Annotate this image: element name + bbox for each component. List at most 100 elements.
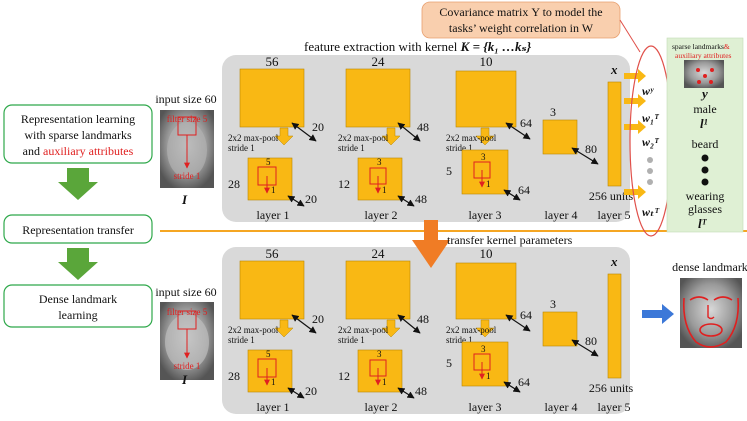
top-l3-map-size: 5: [446, 164, 452, 178]
stage-rep-line3: and auxiliary attributes: [23, 144, 134, 158]
dense-landmark-face-image: [680, 278, 742, 348]
weight-w2: w₂ᵀ: [642, 135, 659, 149]
bottom-l3-depth-top: 64: [520, 308, 532, 322]
weight-arrow-4: [624, 185, 646, 199]
top-l1-depth-arrow-2: [287, 195, 305, 207]
bottom-l3-size: 10: [480, 246, 493, 261]
bottom-l1-depth-arrow-2: [287, 387, 305, 399]
top-l1-step: 1: [271, 185, 276, 195]
top-l2-map-size: 12: [338, 177, 350, 191]
top-l1-depth-arrow: [291, 122, 317, 142]
task-wearing: wearing: [686, 189, 725, 203]
top-network-panel: [222, 55, 630, 222]
bottom-l2-feature-map: [345, 260, 411, 320]
top-l1-kernel: 5: [266, 157, 271, 167]
bottom-l1-step: 1: [271, 377, 276, 387]
top-l4-feature-map: [542, 119, 578, 155]
top-l1-depth-bottom: 20: [305, 192, 317, 206]
transfer-label: transfer kernel parameters: [447, 233, 573, 247]
stage-dense-line1: Dense landmark: [39, 292, 117, 306]
bottom-l2-pool-stride: stride 1: [338, 335, 365, 345]
top-l2-size: 24: [372, 54, 386, 69]
bottom-l2-depth-arrow-2: [397, 387, 415, 399]
task-dot-2: [701, 166, 709, 174]
bottom-l4-size: 3: [550, 297, 556, 311]
top-l2-kernel: 3: [377, 157, 382, 167]
bottom-l3-depth-arrow: [505, 314, 531, 332]
bottom-l3-map-size: 5: [446, 356, 452, 370]
task-lT: lᵀ: [698, 216, 708, 231]
bottom-network-panel: [222, 247, 630, 414]
top-l4-name: layer 4: [545, 208, 578, 222]
bottom-l1-size: 56: [266, 246, 280, 261]
bottom-l3-pool-label: 2x2 max-pool: [446, 325, 497, 335]
bottom-l3-depth-arrow-2: [503, 381, 521, 393]
bottom-l2-step: 1: [382, 377, 387, 387]
top-input-size-label: input size 60: [155, 92, 216, 106]
top-l2-pool-stride: stride 1: [338, 143, 365, 153]
bottom-input-size-label: input size 60: [155, 285, 216, 299]
top-l2-pool-arrow: [381, 127, 401, 146]
bottom-l1-pool-arrow: [274, 319, 294, 338]
bottom-l4-feature-map: [542, 311, 578, 347]
bottom-l2-map-size: 12: [338, 369, 350, 383]
bottom-l1-name: layer 1: [257, 400, 290, 414]
task-weights: wʸ w₁ᵀ w₂ᵀ wₜᵀ: [624, 45, 673, 237]
top-l2-feature-map: [345, 68, 411, 128]
weight-dot-2: [647, 168, 653, 174]
bottom-l2-depth-arrow: [397, 314, 421, 334]
stage-rep-line1: Representation learning: [21, 112, 135, 126]
bottom-l1-kernel: 5: [266, 349, 271, 359]
covariance-note-line2: tasks’ weight correlation in W: [449, 21, 594, 35]
bottom-l3-pool-stride: stride 1: [446, 335, 473, 345]
stage-arrow-1: [58, 168, 98, 200]
top-l1-pool-label: 2x2 max-pool: [228, 133, 279, 143]
dense-landmark-label: dense landmark: [672, 260, 747, 274]
top-l2-depth-bottom: 48: [415, 192, 427, 206]
stage-arrow-2: [58, 248, 98, 280]
top-l1-pooled-map: [247, 157, 293, 201]
bottom-l2-depth-bottom: 48: [415, 384, 427, 398]
output-arrow: [642, 304, 674, 324]
top-l4-size: 3: [550, 105, 556, 119]
top-l3-depth-arrow-2: [503, 189, 521, 201]
weight-arrow-2: [624, 94, 646, 108]
weight-arrow-1: [624, 69, 646, 83]
top-network: input size 60 filter size 5 stride 1 I 5…: [155, 54, 633, 222]
top-title: feature extraction with kernel K = {k₁ ……: [304, 39, 532, 54]
stage-representation-learning: Representation learning with sparse land…: [3, 104, 153, 164]
top-l2-pool-label: 2x2 max-pool: [338, 133, 389, 143]
stage-dense-landmark-learning: Dense landmark learning: [3, 284, 153, 328]
task-l1: l¹: [700, 116, 708, 131]
transfer-arrow: [412, 220, 450, 268]
bottom-l3-kernel: 3: [481, 344, 486, 354]
task-face-image: [684, 60, 724, 88]
top-filter-size-label: filter size 5: [167, 114, 208, 124]
bottom-l2-pool-label: 2x2 max-pool: [338, 325, 389, 335]
top-l3-step: 1: [486, 179, 491, 189]
task-header: sparse landmarks&: [672, 42, 730, 51]
top-l3-kernel: 3: [481, 152, 486, 162]
bottom-l2-depth-top: 48: [417, 312, 429, 326]
task-dot-1: [701, 154, 709, 162]
top-l5-name: layer 5: [598, 208, 631, 222]
top-l5-units: 256 units: [589, 189, 634, 203]
bottom-stride-label: stride 1: [174, 361, 201, 371]
top-l1-pool-arrow: [274, 127, 294, 146]
weight-w1: w₁ᵀ: [642, 111, 659, 125]
task-beard: beard: [692, 137, 719, 151]
top-l3-pooled-map: [461, 149, 509, 195]
bottom-l3-feature-map: [455, 262, 517, 320]
task-glasses: glasses: [688, 202, 722, 216]
top-l1-feature-map: [239, 68, 305, 128]
top-l3-depth-bottom: 64: [518, 183, 530, 197]
bottom-l5-units: 256 units: [589, 381, 634, 395]
covariance-note-line1: Covariance matrix Υ to model the: [439, 5, 602, 19]
bottom-l4-depth: 80: [585, 334, 597, 348]
bottom-l5-name: layer 5: [598, 400, 631, 414]
top-l2-depth-arrow-2: [397, 195, 415, 207]
bottom-l3-step: 1: [486, 371, 491, 381]
top-l2-step: 1: [382, 185, 387, 195]
top-l4-depth-arrow: [571, 147, 599, 165]
stage-representation-transfer: Representation transfer: [3, 214, 153, 244]
